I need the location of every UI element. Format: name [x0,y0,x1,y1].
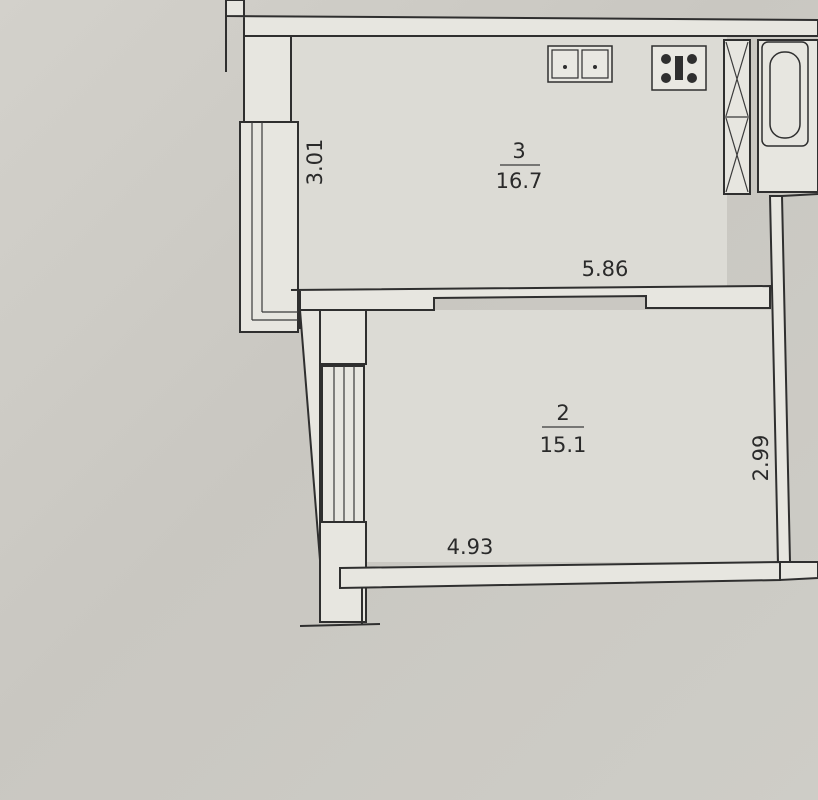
wall-pier [319,309,367,365]
sink-drain-left [563,65,567,69]
stove-center [675,56,683,80]
top-wall [225,0,818,37]
room-2-number: 2 [556,401,569,425]
room-2-width-dimension: 4.93 [447,535,494,559]
room-3-width-dimension: 5.86 [582,257,629,281]
window-upper [239,121,299,333]
middle-wall [290,284,771,311]
room-3-number: 3 [512,139,525,163]
bottom-ground-line [299,623,381,627]
room-2-area: 15.1 [540,433,587,457]
room-3-area: 16.7 [496,169,543,193]
right-wall-room-2 [768,195,792,563]
sink-drain-right [593,65,597,69]
sink-bowl-left [551,49,579,79]
room-2-height-dimension: 2.99 [749,435,773,482]
bathtub-basin [769,51,801,139]
room-3-height-dimension: 3.01 [303,139,327,186]
bottom-right-wall [779,561,818,582]
kitchen-sink [547,45,613,83]
sink-bowl-right [581,49,609,79]
shaft-cross-2 [725,41,749,117]
bottom-wall [339,560,781,590]
room-2-floor [366,310,776,562]
bathtub [761,41,809,147]
stove-burner-3 [661,73,671,83]
stove-burner-1 [661,54,671,64]
shaft-cross-4 [725,117,749,193]
window-lower [321,365,365,523]
stove-burner-4 [687,73,697,83]
right-wall-top-line [781,193,818,197]
stove-burner-2 [687,54,697,64]
